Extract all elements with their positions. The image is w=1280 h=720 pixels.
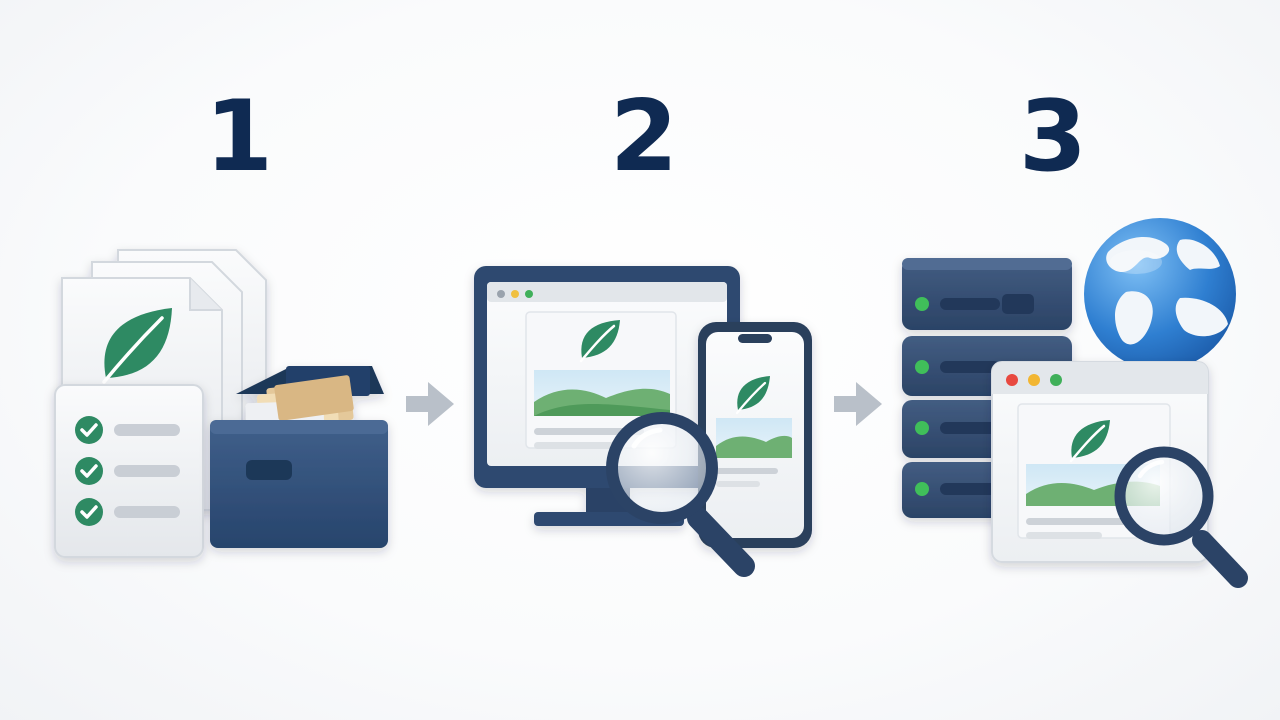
smartphone-icon — [698, 322, 812, 548]
leaf-icon — [579, 320, 620, 363]
leaf-icon — [102, 308, 172, 384]
step-number-2: 2 — [609, 80, 678, 194]
file-box-icon — [210, 366, 388, 548]
arrow-right-icon — [406, 382, 454, 426]
checklist-icon — [54, 384, 204, 558]
arrow-right-icon — [834, 382, 882, 426]
step3-illustration — [902, 218, 1248, 588]
landscape-image-icon — [534, 370, 670, 449]
server-rack-icon — [902, 258, 1072, 518]
step-number-3: 3 — [1018, 80, 1087, 194]
step2-illustration — [474, 266, 812, 577]
step-number-1: 1 — [204, 80, 273, 194]
magnifier-icon — [606, 412, 755, 577]
globe-icon — [1084, 218, 1236, 370]
magnifier-icon — [1114, 446, 1248, 588]
step1-illustration — [54, 249, 388, 558]
